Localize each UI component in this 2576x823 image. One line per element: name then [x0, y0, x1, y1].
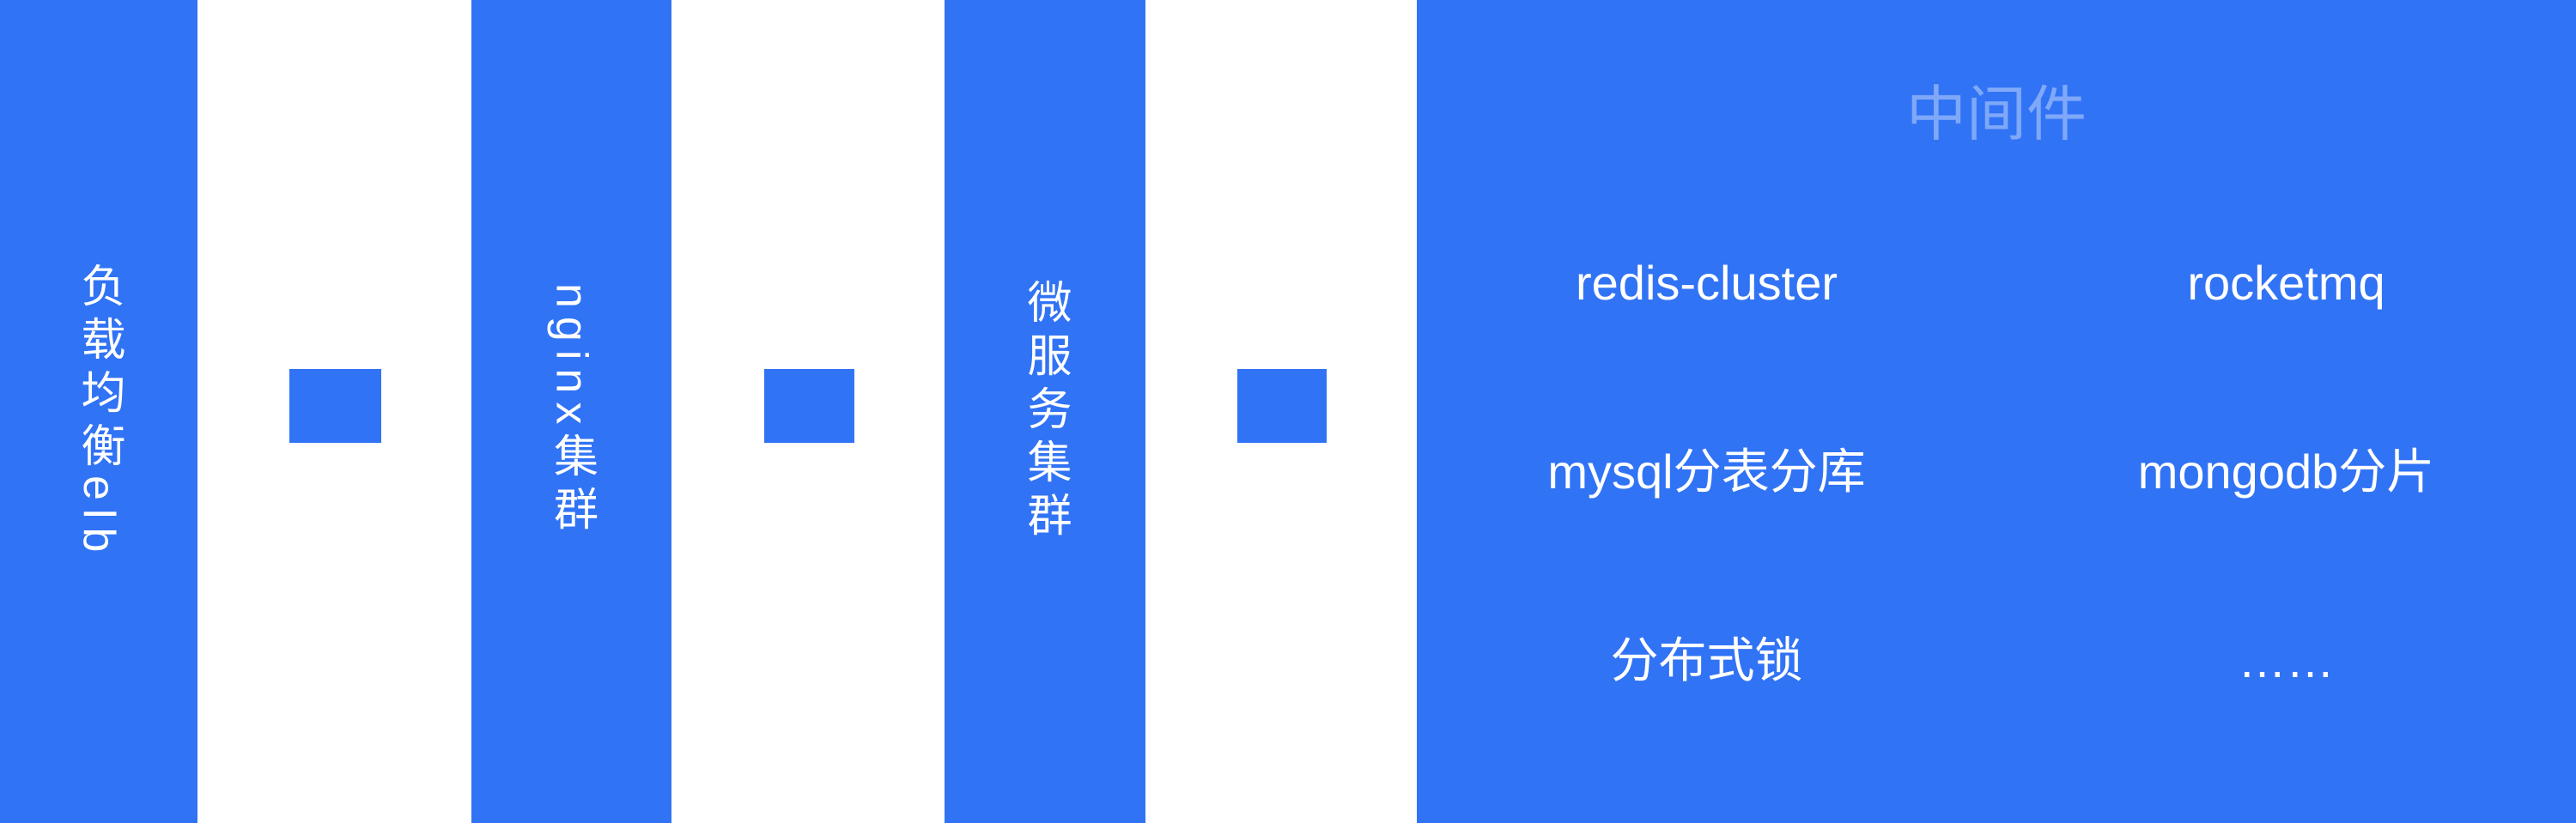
- connector-rect-3: [1237, 369, 1327, 443]
- pillar-microservice-cluster-label: 微服务集群: [1020, 278, 1070, 545]
- middleware-item-rocketmq: rocketmq: [2187, 256, 2385, 311]
- pillar-load-balancer: 负载均衡elb: [0, 0, 197, 823]
- middleware-grid: redis-cluster rocketmq mysql分表分库 mongodb…: [1417, 189, 2576, 754]
- middleware-item-redis-cluster: redis-cluster: [1576, 256, 1838, 311]
- connector-rect-1: [289, 369, 381, 443]
- middleware-panel: 中间件 redis-cluster rocketmq mysql分表分库 mon…: [1417, 0, 2576, 823]
- connector-rect-2: [764, 369, 854, 443]
- middleware-item-ellipsis: ……: [2238, 632, 2335, 687]
- middleware-item-mongodb-sharding: mongodb分片: [2137, 444, 2435, 499]
- pillar-microservice-cluster: 微服务集群: [945, 0, 1145, 823]
- pillar-nginx-cluster-label: nginx集群: [546, 283, 597, 540]
- pillar-load-balancer-label: 负载均衡elb: [74, 262, 124, 561]
- pillar-nginx-cluster: nginx集群: [471, 0, 671, 823]
- middleware-item-mysql-sharding: mysql分表分库: [1547, 444, 1866, 499]
- middleware-title: 中间件: [1906, 81, 2087, 148]
- middleware-item-distributed-lock: 分布式锁: [1610, 632, 1803, 687]
